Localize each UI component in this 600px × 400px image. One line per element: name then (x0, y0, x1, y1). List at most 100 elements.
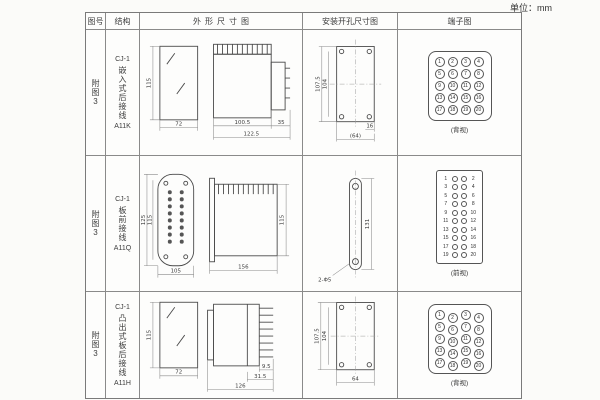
dim-label: 72 (175, 121, 182, 127)
terminal-cell-row2: 1 2 3 4 5 6 7 8 (398, 156, 521, 292)
figure-no-row2: 附图3 (86, 156, 106, 292)
terminal-pin (452, 243, 459, 250)
terminal-pin: 1 (434, 309, 445, 320)
figure-no-row1: 附图3 (86, 30, 106, 156)
terminal-pin (460, 235, 467, 242)
terminal-pin: 6 (447, 324, 458, 335)
terminal-row: 15 16 (442, 235, 478, 242)
dim-label: 125 (141, 214, 147, 224)
terminal-pin (452, 218, 459, 225)
terminal-diagram-a11q: 1 2 3 4 5 6 7 8 (435, 170, 484, 277)
figure-no-label: 附图3 (91, 209, 100, 238)
terminal-row: 3 4 (442, 184, 478, 191)
terminal-row: 19 20 (442, 252, 478, 259)
terminal-pin (460, 252, 467, 259)
terminal-pin: 11 (460, 333, 471, 344)
structure-label: 板前接线 (118, 205, 127, 242)
terminal-pin (460, 243, 467, 250)
terminal-number: 11 (443, 218, 449, 225)
terminal-pin (452, 192, 459, 199)
terminal-pin: 18 (447, 360, 458, 371)
terminal-pin (460, 175, 467, 182)
hole-note-label: 2-Φ5 (318, 277, 331, 283)
figure-no-row3: 附图3 (86, 292, 106, 398)
dim-label: 64 (352, 377, 359, 383)
terminal-number: 13 (442, 226, 449, 233)
terminal-pin: 7 (460, 321, 471, 332)
dim-label: 104 (322, 330, 328, 341)
dim-label: 122.5 (244, 131, 260, 137)
header-structure: 结构 (106, 13, 140, 30)
unit-note: 单位：mm (510, 3, 552, 13)
terminal-pin: 6 (447, 69, 458, 79)
terminal-pin: 8 (473, 324, 484, 335)
terminal-pin: 19 (460, 105, 471, 115)
terminal-row: 7 8 (442, 201, 478, 208)
dim-label: 115 (147, 214, 153, 224)
terminal-row: 9 10 (442, 209, 478, 216)
outline-cell-row2: 125 115 105 156 115 (140, 156, 303, 292)
dim-label: 105 (171, 268, 181, 274)
header-figure-no: 图号 (86, 13, 106, 30)
model-label: CJ-1 (115, 195, 130, 203)
terminal-number: 19 (442, 252, 449, 259)
terminal-pin (452, 184, 459, 191)
terminal-pin: 13 (434, 93, 445, 103)
terminal-pin: 8 (473, 69, 484, 79)
spec-table: 图号 结构 外形尺寸图 安装开孔尺寸图 端子图 附图3 CJ-1 嵌入式后接线 … (85, 12, 522, 399)
terminal-number: 10 (470, 209, 477, 216)
terminal-pin (452, 209, 459, 216)
terminal-number: 6 (471, 192, 475, 199)
terminal-pin: 20 (473, 105, 484, 115)
terminal-pin: 2 (447, 312, 458, 323)
install-cell-row3: 107.5 104 64 (303, 292, 398, 398)
outline-cell-row1: 115 72 100.5 35 122.5 (140, 30, 303, 156)
terminal-number: 9 (444, 209, 448, 216)
terminal-row: 1 2 (442, 175, 478, 182)
install-cell-row2: 131 2-Φ5 (303, 156, 398, 292)
terminal-pin: 3 (460, 309, 471, 320)
terminal-number: 20 (470, 252, 477, 259)
outline-drawing-a11q: 125 115 105 156 115 (141, 173, 290, 278)
terminal-number: 12 (470, 218, 477, 225)
code-label: A11H (114, 379, 131, 387)
terminal-number: 7 (444, 201, 448, 208)
terminal-pin (460, 201, 467, 208)
terminal-pin (460, 184, 467, 191)
install-cell-row1: 107.5 104 16 (64) (303, 30, 398, 156)
terminal-pin (452, 201, 459, 208)
terminal-pin: 1 (434, 57, 445, 67)
terminal-pin: 10 (447, 336, 458, 347)
outline-cell-row3: 115 72 9.5 31.5 126 (140, 292, 303, 398)
install-drawing-a11k: 107.5 104 16 (64) (315, 39, 382, 141)
terminal-number: 4 (471, 184, 475, 191)
model-label: CJ-1 (115, 55, 130, 63)
model-label: CJ-1 (115, 303, 130, 311)
terminal-pin: 11 (460, 81, 471, 91)
terminal-pin: 9 (434, 333, 445, 344)
terminal-number: 16 (470, 235, 477, 242)
terminal-pin: 14 (447, 93, 458, 103)
terminal-view-caption: (背视) (450, 379, 469, 387)
structure-label: 嵌入式后接线 (118, 65, 127, 120)
dim-label: 126 (235, 384, 246, 390)
terminal-pin: 15 (460, 345, 471, 356)
header-terminal-diagram: 端子图 (398, 13, 521, 30)
terminal-row: 17 18 (442, 243, 478, 250)
terminal-pin (452, 252, 459, 259)
terminal-number: 2 (471, 175, 475, 182)
dim-label: (64) (350, 133, 361, 139)
terminal-pin: 10 (447, 81, 458, 91)
terminal-number: 1 (444, 175, 448, 182)
terminal-pin: 19 (460, 357, 471, 368)
dim-label: 156 (238, 264, 249, 270)
terminal-pin (460, 226, 467, 233)
figure-no-label: 附图3 (91, 78, 100, 107)
terminal-number: 5 (444, 192, 448, 199)
terminal-pin: 14 (447, 348, 458, 359)
dim-label: 115 (146, 330, 152, 340)
terminal-row: 11 12 (442, 218, 478, 225)
terminal-pin (460, 209, 467, 216)
